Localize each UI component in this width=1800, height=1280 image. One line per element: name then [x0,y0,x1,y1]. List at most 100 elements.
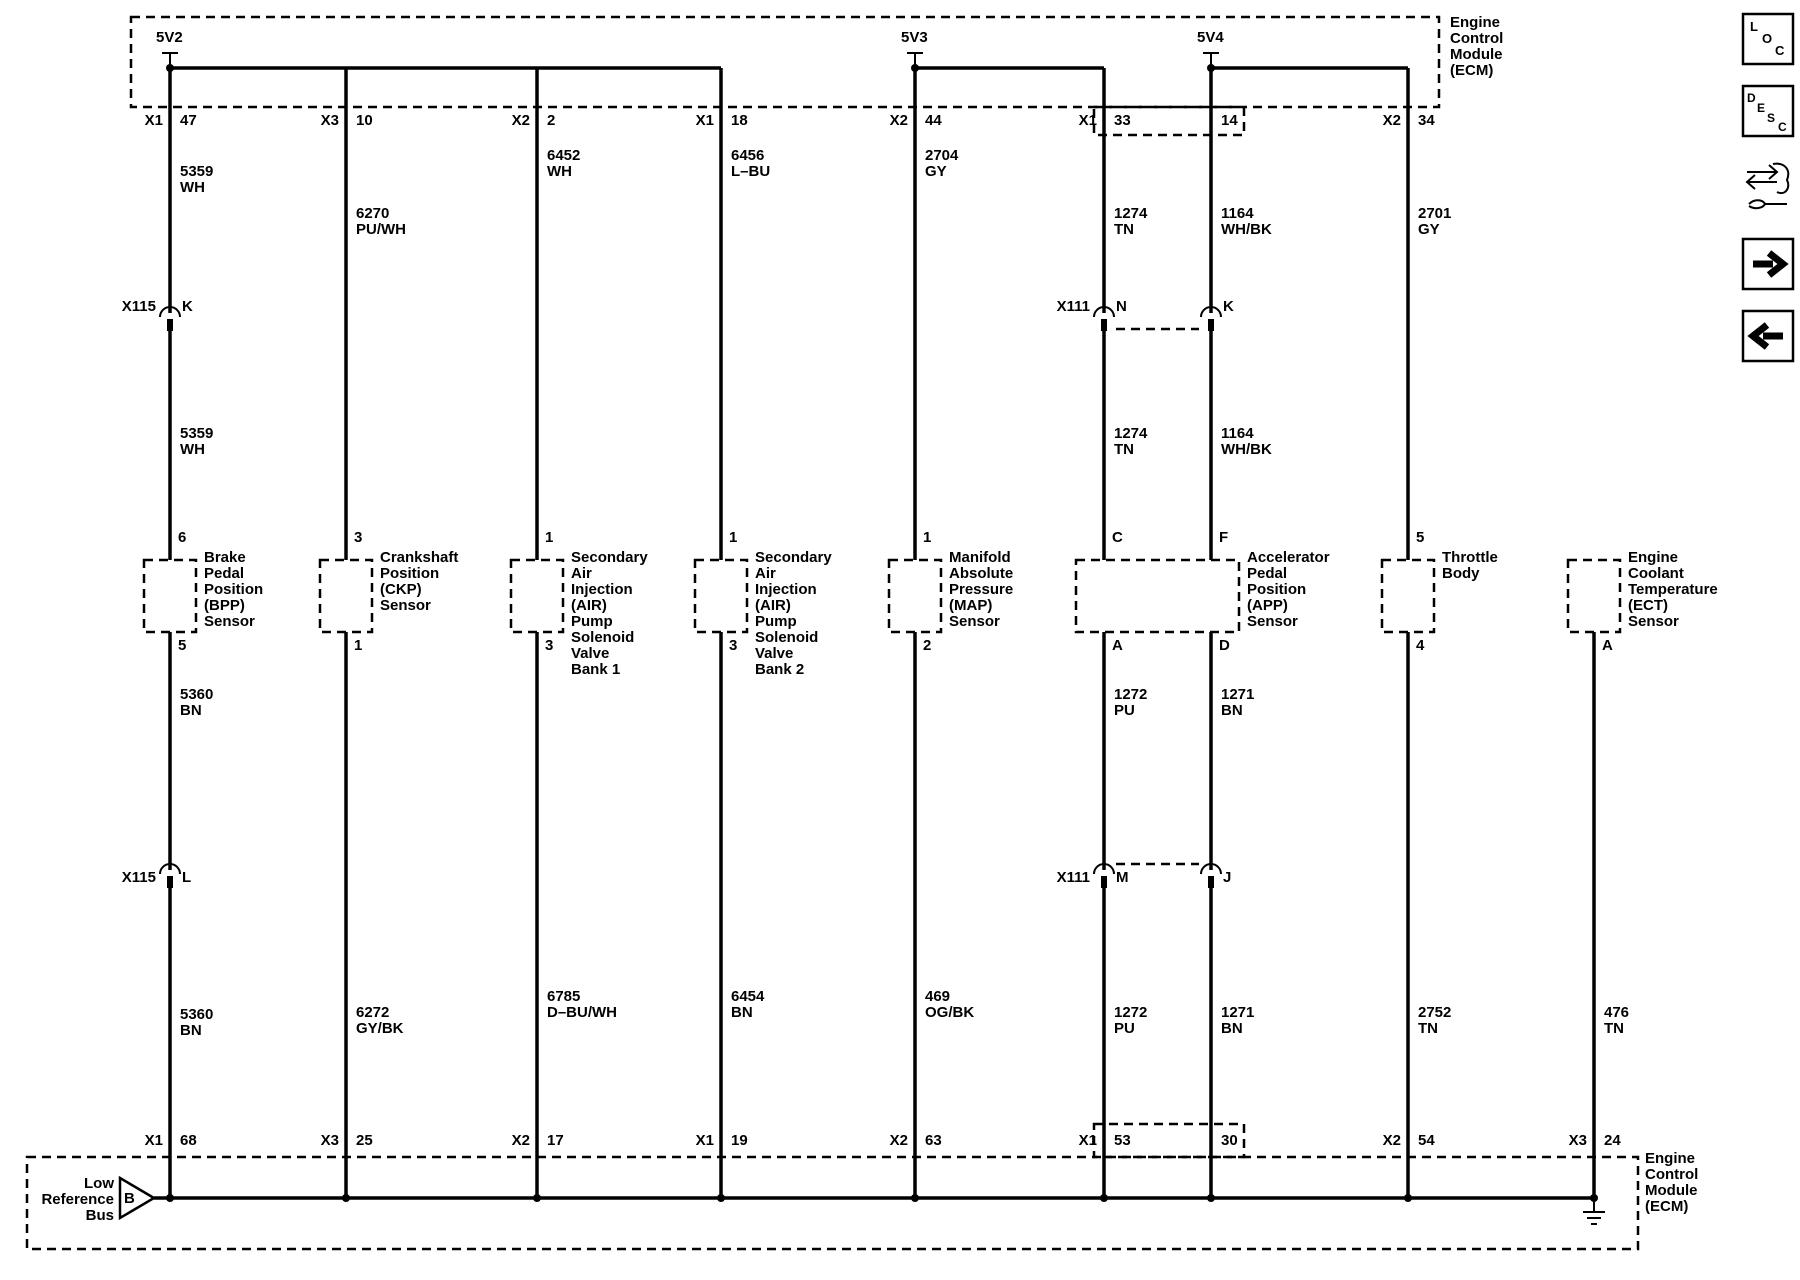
wire-label: 6785 [547,988,580,1005]
ecm-connector-label: X1 [1079,112,1097,129]
ecm-pin-label: 63 [925,1132,942,1149]
ecm-pin-label: 33 [1114,112,1131,129]
wire-label: BN [731,1004,753,1021]
ecm-pin-label: 25 [356,1132,373,1149]
sensor-label: (APP) [1247,597,1288,614]
wire-label: 2701 [1418,205,1451,222]
sensor-pin-label: 5 [1416,529,1424,546]
wire-label: WH [180,179,205,196]
sensor-pin-label: A [1602,637,1613,654]
ecm-pin-label: 18 [731,112,748,129]
wire-label: 469 [925,988,950,1005]
splice-dot [717,1194,725,1202]
wire-label: 6452 [547,147,580,164]
wire-label: BN [1221,1020,1243,1037]
previous-page-button[interactable] [1741,309,1795,363]
sensor-label: (CKP) [380,581,422,598]
loc-button[interactable]: L O C [1741,12,1795,66]
ecm-pin-label: 44 [925,112,942,129]
wire-label: GY [1418,221,1440,238]
sensor-label: (MAP) [949,597,992,614]
next-page-button[interactable] [1741,237,1795,291]
low-reference-bus-label: Reference [41,1191,114,1208]
splice-dot [533,1194,541,1202]
wire-label: 5360 [180,686,213,703]
wire-label: 2752 [1418,1004,1451,1021]
wire-label: WH [547,163,572,180]
ecm-pin-label: 10 [356,112,373,129]
sensor-pin-label: 1 [354,637,362,654]
ecm-pin-group-box [1092,105,1246,137]
sensor-label: Secondary [755,549,832,566]
ecm-connector-label: X3 [321,1132,339,1149]
inline-connector-label: X111 [1057,298,1090,315]
desc-button[interactable]: D E S C [1741,84,1795,138]
sensor-label: Body [1442,565,1480,582]
ecm-top-label-line: Control [1450,30,1503,47]
sensor-pin-label: 6 [178,529,186,546]
sensor-label: Injection [571,581,633,598]
sensor-label: Position [1247,581,1306,598]
sensor-pin-label: 2 [923,637,931,654]
splice-dot [1207,1194,1215,1202]
sensor-label: (ECT) [1628,597,1668,614]
supply-label-5v2: 5V2 [156,29,183,46]
desc-letter: E [1757,101,1765,115]
ecm-pin-label: 14 [1221,112,1238,129]
sensor-box [318,558,374,634]
inline-pin-label: L [182,869,191,886]
sensor-label: Solenoid [571,629,634,646]
sensor-pin-label: 1 [729,529,737,546]
sensor-label: Crankshaft [380,549,458,566]
wire-label: BN [180,1022,202,1039]
wire-label: 1274 [1114,205,1148,222]
sensor-pin-label: 5 [178,637,186,654]
ecm-connector-label: X3 [321,112,339,129]
wire-label: 1271 [1221,686,1254,703]
wire-label: L–BU [731,163,770,180]
ecm-pin-label: 2 [547,112,555,129]
ecm-pin-label: 30 [1221,1132,1238,1149]
wire-label: 476 [1604,1004,1629,1021]
sensor-label: Sensor [380,597,431,614]
sensor-pin-label: 1 [923,529,931,546]
wire-label: 1164 [1221,425,1254,442]
sensor-label: Sensor [1628,613,1679,630]
sensor-label: (AIR) [755,597,791,614]
sensor-pin-label: 3 [354,529,362,546]
sensor-label: (BPP) [204,597,245,614]
inline-connector-icon [159,863,181,875]
ecm-connector-label: X1 [696,112,714,129]
wire-label: TN [1114,221,1134,238]
connector-repair-icon[interactable] [1743,158,1793,216]
wire-label: 1272 [1114,686,1147,703]
wire-label: BN [1221,702,1243,719]
sensor-label: Pedal [204,565,244,582]
sensor-box [887,558,943,634]
desc-letter: S [1767,111,1775,125]
sensor-box [1380,558,1436,634]
splice-dot [342,1194,350,1202]
low-reference-bus-pin: B [124,1190,135,1207]
wire-label: 6456 [731,147,764,164]
wire-label: WH/BK [1221,221,1272,238]
inline-connector-icon-pin [1101,876,1107,888]
sensor-label: Manifold [949,549,1011,566]
wire-label: 6272 [356,1004,389,1021]
wire-label: GY/BK [356,1020,404,1037]
ecm-connector-label: X1 [145,112,163,129]
ecm-connector-label: X1 [145,1132,163,1149]
loc-letter: L [1750,19,1758,34]
ecm-bottom-label-line: Module [1645,1182,1698,1199]
sensor-pin-label: 3 [729,637,737,654]
sensor-label: Bank 1 [571,661,620,678]
sensor-label: Solenoid [755,629,818,646]
inline-connector-icon [1200,306,1222,318]
arrow-left-icon [1747,322,1783,350]
inline-connector-label: X115 [122,298,156,315]
sensor-box [1074,558,1241,634]
ecm-top-label-line: Engine [1450,14,1500,31]
wire-label: BN [180,702,202,719]
sensor-label: Secondary [571,549,648,566]
